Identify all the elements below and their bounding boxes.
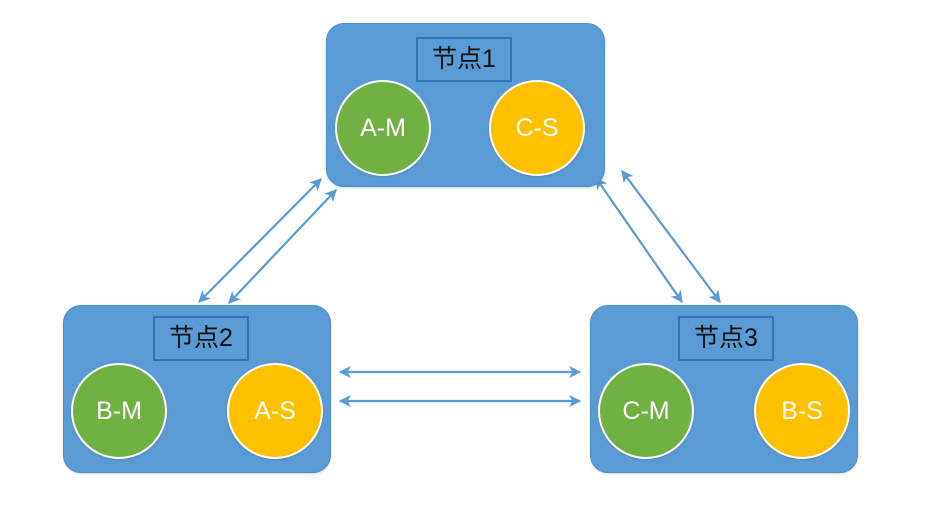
node-1-instance-a-m[interactable]: A-M: [335, 80, 431, 176]
connection-node2-node1-a: [198, 178, 322, 303]
node-3-instance-b-s[interactable]: B-S: [754, 363, 850, 459]
connection-node1-node3-b: [621, 170, 721, 303]
connection-node2-node1-b: [228, 189, 337, 304]
node-1-label: 节点1: [416, 37, 512, 82]
node-3-label: 节点3: [678, 316, 774, 361]
node-1-instance-c-s[interactable]: C-S: [489, 80, 585, 176]
connection-node1-node3-a: [595, 177, 683, 303]
node-3[interactable]: 节点3 C-M B-S: [590, 305, 858, 473]
node-2[interactable]: 节点2 B-M A-S: [63, 305, 331, 473]
node-2-instance-b-m[interactable]: B-M: [71, 363, 167, 459]
node-1[interactable]: 节点1 A-M C-S: [326, 23, 605, 187]
node-2-instance-a-s[interactable]: A-S: [227, 363, 323, 459]
node-3-instance-c-m[interactable]: C-M: [598, 363, 694, 459]
node-2-label: 节点2: [153, 316, 249, 361]
